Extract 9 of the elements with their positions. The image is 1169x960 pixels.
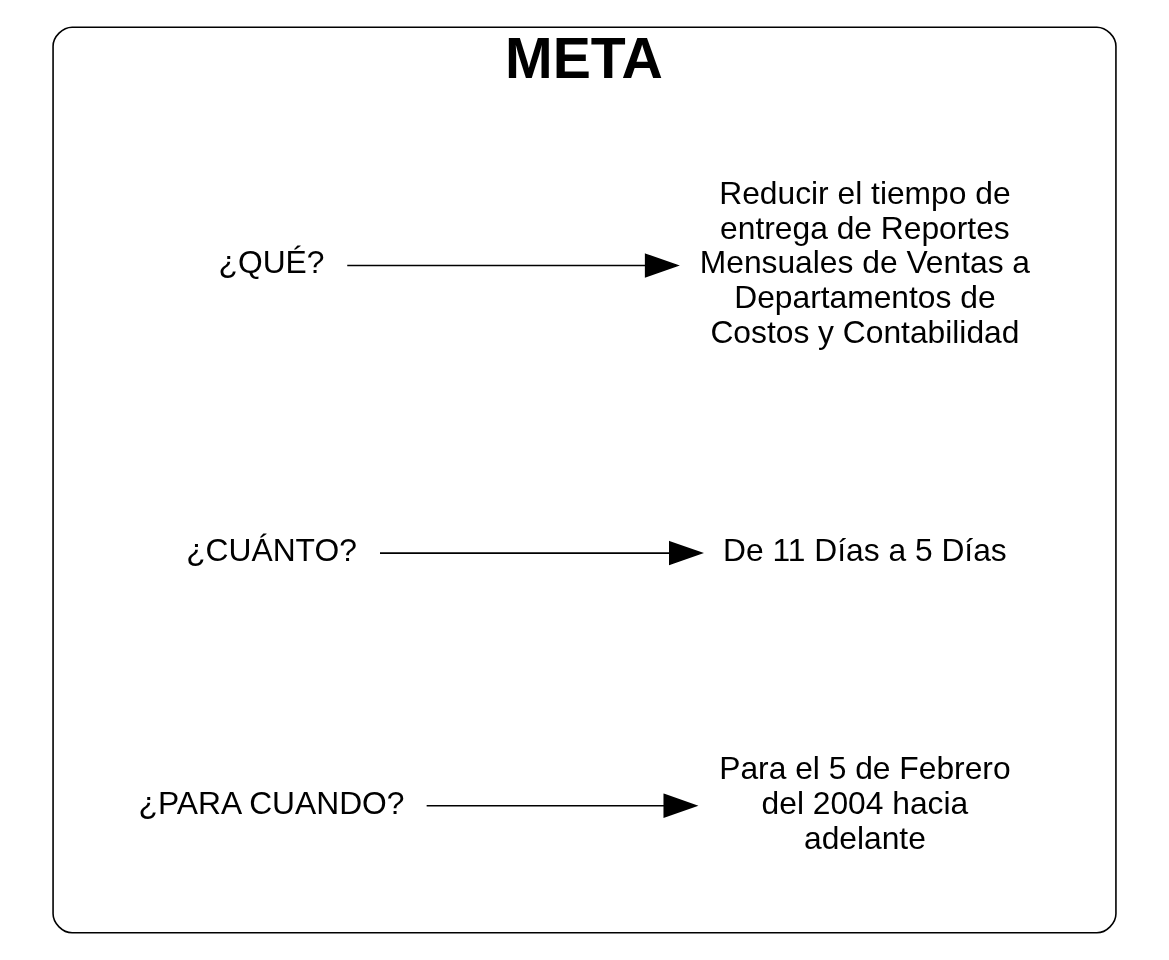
node-text: Reducir el tiempo de entrega de Reportes Mensuales de Ventas a Departamentos de Costos y Contabilidad	[699, 174, 1031, 351]
arrow	[425, 793, 699, 818]
arrow	[346, 253, 680, 278]
node-text: De 11 Días a 5 Días	[723, 532, 1007, 569]
node-text: ¿PARA CUANDO?	[138, 784, 405, 821]
node-text: ¿QUÉ?	[218, 244, 325, 281]
node-text: ¿CUÁNTO?	[186, 532, 357, 569]
node-text: Para el 5 de Febrero del 2004 hacia adelante	[719, 749, 1011, 856]
arrow	[379, 540, 704, 566]
